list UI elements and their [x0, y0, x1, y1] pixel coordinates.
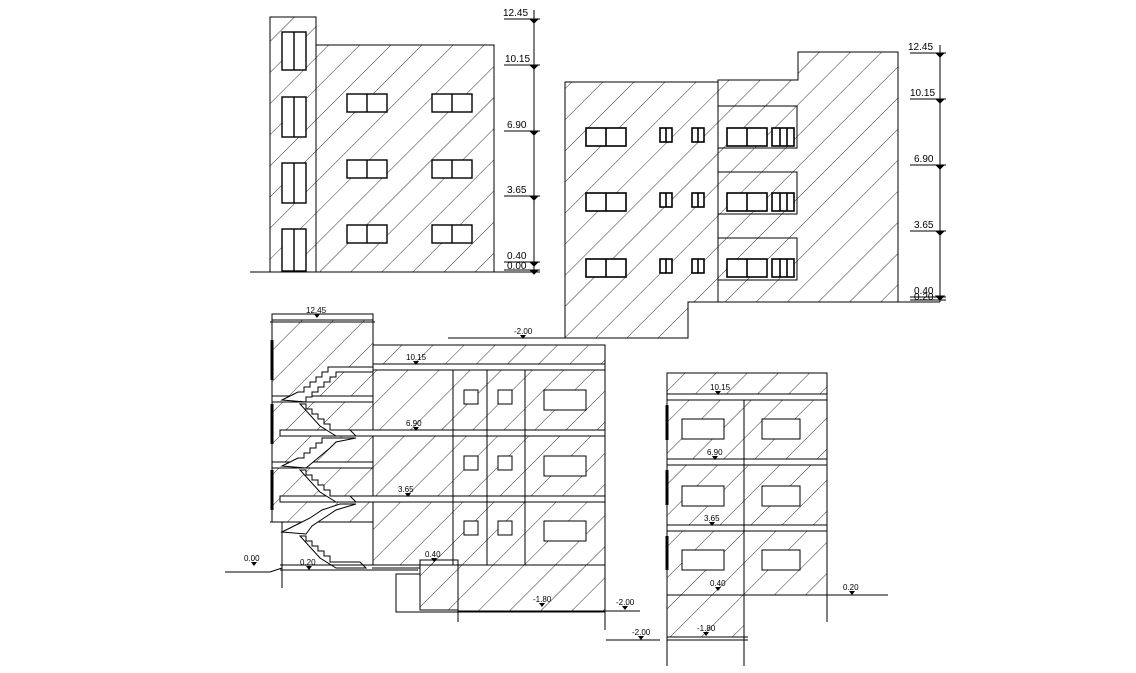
level-label: 0.20: [914, 292, 934, 303]
tower-windows: [281, 31, 307, 272]
level-label: 6.90: [707, 448, 723, 457]
bay-panel: [717, 105, 798, 149]
level-label: 6.90: [406, 419, 422, 428]
slab: [279, 429, 606, 437]
side-windows: [585, 127, 795, 278]
longitudinal-section: [225, 313, 640, 630]
level-label: 3.65: [704, 514, 720, 523]
bay-panel: [717, 171, 798, 215]
block-windows: [346, 93, 473, 244]
front-elevation-level-labels: 12.45 10.15 6.90 3.65 0.40 0.00: [503, 8, 530, 272]
roof-slab: [271, 313, 374, 321]
bay-panel: [717, 237, 798, 281]
side-elevation-level-labels: 12.45 10.15 6.90 3.65 0.40 0.20: [908, 42, 935, 303]
level-label: -1.80: [697, 624, 716, 633]
cross-section-openings: [681, 418, 801, 571]
level-marker-triangles: [251, 314, 855, 640]
cross-section: [665, 372, 888, 666]
level-label: 12.45: [503, 8, 528, 19]
front-elevation: [250, 10, 540, 275]
cross-section-labels: 10.15 6.90 3.65 0.40 0.20 -1.80 -2.00: [632, 383, 859, 637]
level-label: 3.65: [507, 185, 527, 196]
level-label: -2.00: [632, 628, 651, 637]
level-label: -2.00: [616, 598, 635, 607]
side-elevation: [448, 45, 946, 339]
slab: [279, 495, 606, 503]
level-label: 0.40: [914, 286, 934, 297]
staircase: [280, 366, 374, 569]
level-label: 3.65: [914, 220, 934, 231]
slab: [271, 395, 374, 403]
section-openings: [463, 389, 587, 542]
slab: [666, 458, 828, 466]
level-label: 0.40: [507, 251, 527, 262]
level-label: 6.90: [914, 154, 934, 165]
slab: [666, 393, 828, 401]
level-label: 6.90: [507, 120, 527, 131]
level-label: 10.15: [406, 353, 427, 362]
slab: [271, 461, 374, 469]
level-dimension-right: [910, 45, 946, 302]
longitudinal-section-labels: 12.45 10.15 6.90 3.65 0.40 0.00 0.20 -1.…: [244, 306, 635, 607]
level-label: 0.40: [425, 550, 441, 559]
level-label: 10.15: [710, 383, 731, 392]
level-label: 0.20: [843, 583, 859, 592]
slab: [666, 524, 828, 532]
level-label: 12.45: [306, 306, 327, 315]
level-label: 0.20: [300, 558, 316, 567]
level-dimension-left: [504, 10, 540, 275]
level-label: 10.15: [505, 54, 530, 65]
level-label: 12.45: [908, 42, 933, 53]
level-label: -2.00: [514, 327, 533, 336]
level-label: 0.40: [710, 579, 726, 588]
level-label: 10.15: [910, 88, 935, 99]
level-label: -1.80: [533, 595, 552, 604]
level-label: 3.65: [398, 485, 414, 494]
level-label: 0.00: [244, 554, 260, 563]
slab: [372, 363, 606, 371]
level-label: 0.00: [507, 261, 527, 272]
